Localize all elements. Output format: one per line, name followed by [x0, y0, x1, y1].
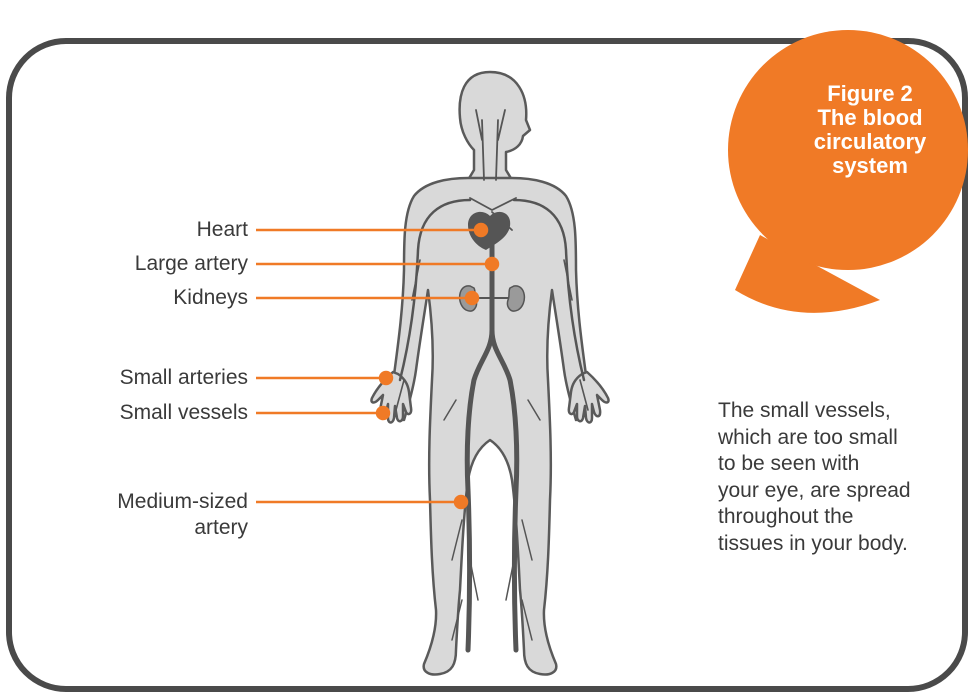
label-small-arteries: Small arteries: [120, 365, 248, 391]
caption-title-line3: system: [784, 154, 956, 178]
caption-title-line1: The blood: [784, 106, 956, 130]
note-line: your eye, are spread: [718, 478, 968, 505]
label-medium-artery-line1: Medium-sized: [117, 489, 248, 515]
note-line: The small vessels,: [718, 398, 968, 425]
label-kidneys: Kidneys: [173, 285, 248, 311]
figure-caption: Figure 2 The blood circulatory system: [784, 82, 956, 178]
note-line: which are too small: [718, 425, 968, 452]
label-large-artery: Large artery: [135, 251, 248, 277]
caption-figure-number: Figure 2: [784, 82, 956, 106]
label-medium-sized-artery: Medium-sized artery: [117, 489, 248, 541]
label-small-vessels: Small vessels: [120, 400, 248, 426]
note-line: to be seen with: [718, 451, 968, 478]
label-medium-artery-line2: artery: [117, 515, 248, 541]
note-line: tissues in your body.: [718, 531, 968, 558]
human-body-figure: [371, 72, 608, 675]
label-heart: Heart: [197, 217, 248, 243]
note-line: throughout the: [718, 504, 968, 531]
explanatory-note: The small vessels, which are too small t…: [718, 398, 968, 557]
caption-title-line2: circulatory: [784, 130, 956, 154]
